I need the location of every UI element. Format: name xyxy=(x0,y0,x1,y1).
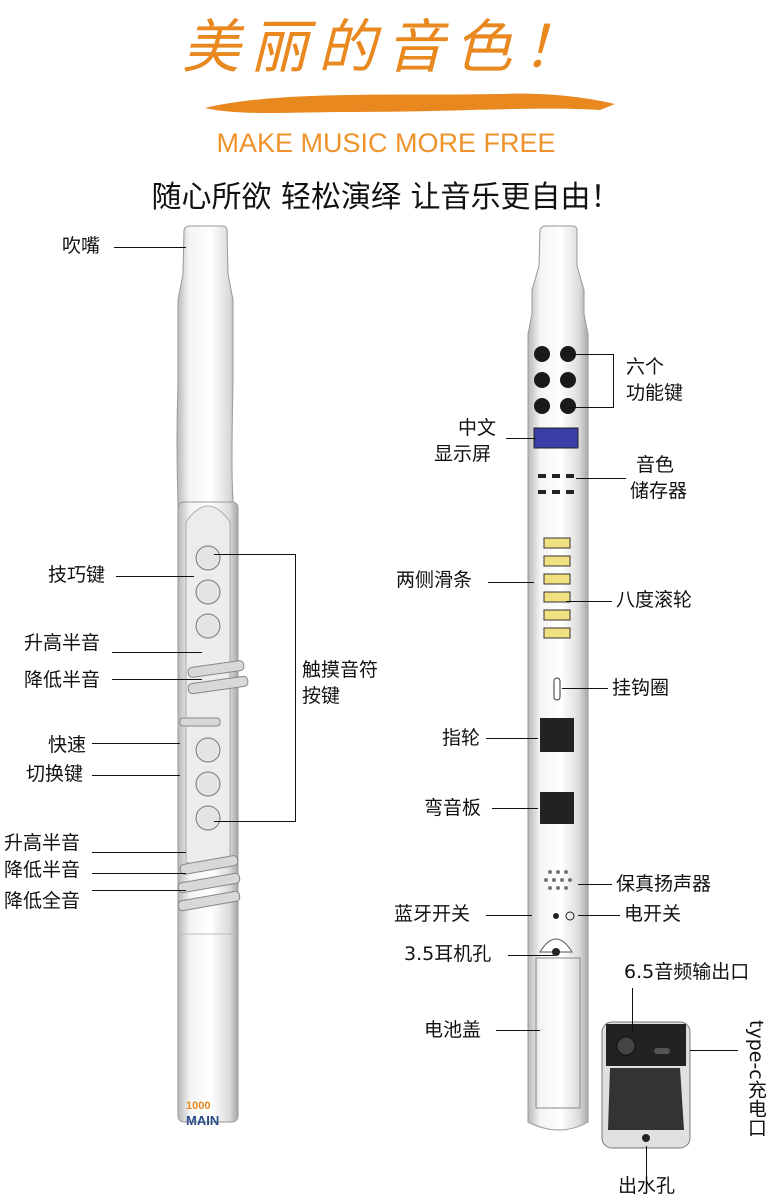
headline-calligraphy: 美丽的音色！ xyxy=(181,13,590,81)
label-octave-wheel: 八度滚轮 xyxy=(616,589,693,611)
label-six-keys-line2: 功能键 xyxy=(626,382,684,404)
brush-stroke-decoration xyxy=(205,93,615,113)
label-bluetooth: 蓝牙开关 xyxy=(394,903,471,925)
label-tone-memory-line1: 音色 xyxy=(636,454,675,476)
label-skill-key: 技巧键 xyxy=(48,564,106,586)
label-power: 电开关 xyxy=(624,903,682,925)
label-touch-keys-line1: 触摸音符 xyxy=(302,659,379,681)
display-screen xyxy=(533,427,579,449)
label-sharp-half-1: 升高半音 xyxy=(24,632,101,654)
label-audio-out: 6.5音频输出口 xyxy=(624,961,750,983)
label-finger-wheel: 指轮 xyxy=(442,727,481,749)
label-flat-half-1: 降低半音 xyxy=(24,669,101,691)
label-flat-half-2: 降低半音 xyxy=(4,859,81,881)
label-flat-whole: 降低全音 xyxy=(4,890,81,912)
battery-cover xyxy=(535,957,581,1109)
six-function-keys xyxy=(534,346,576,414)
label-quick-switch-line2: 切换键 xyxy=(26,763,84,785)
label-battery: 电池盖 xyxy=(424,1019,482,1041)
label-side-slider: 两侧滑条 xyxy=(396,569,473,591)
touch-note-buttons xyxy=(195,545,221,831)
label-headphone: 3.5耳机孔 xyxy=(404,943,492,965)
side-slider-bars xyxy=(543,537,571,639)
label-mouthpiece: 吹嘴 xyxy=(62,235,101,257)
english-slogan: MAKE MUSIC MORE FREE xyxy=(216,128,556,158)
instrument-back-view xyxy=(527,225,589,1131)
label-typec: type-c充电口 xyxy=(744,1020,767,1137)
label-quick-switch-line1: 快速 xyxy=(48,734,87,756)
speaker-grille xyxy=(544,870,572,890)
brand-logo-number: 1000 xyxy=(186,1100,211,1112)
hook-ring xyxy=(553,677,561,701)
chinese-subtitle: 随心所欲 轻松演绎 让音乐更自由！ xyxy=(151,180,621,215)
label-six-keys-line1: 六个 xyxy=(626,356,665,378)
label-touch-keys-line2: 按键 xyxy=(302,685,341,707)
pitch-bend-pad xyxy=(540,792,574,824)
label-pitch-bend: 弯音板 xyxy=(424,797,482,819)
instrument-front-view xyxy=(176,225,249,1123)
label-speaker: 保真扬声器 xyxy=(616,873,712,895)
label-drain: 出水孔 xyxy=(618,1175,676,1197)
brand-logo-text: MAIN xyxy=(186,1113,220,1128)
label-hook-ring: 挂钩圈 xyxy=(612,677,670,699)
label-display-line1: 中文 xyxy=(458,417,497,439)
label-tone-memory-line2: 储存器 xyxy=(630,480,688,502)
label-sharp-half-2: 升高半音 xyxy=(4,832,81,854)
finger-wheel xyxy=(540,718,574,752)
bottom-port-inset xyxy=(601,1021,691,1149)
label-display-line2: 显示屏 xyxy=(434,443,492,465)
